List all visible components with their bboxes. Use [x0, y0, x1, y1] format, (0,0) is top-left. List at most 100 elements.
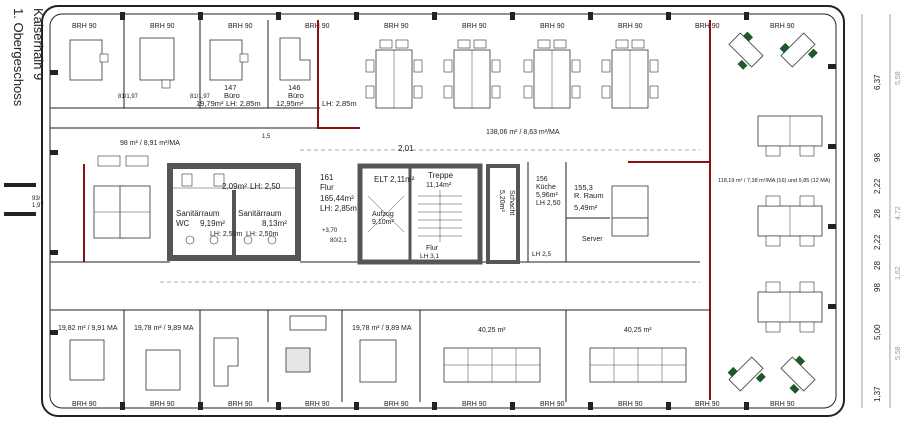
- green-desk: [727, 356, 766, 392]
- room-146-lh: LH: 2,85m: [322, 99, 357, 108]
- room-147-num: 147: [224, 83, 237, 92]
- brh-label: BRH 90: [384, 23, 409, 30]
- flur-num: 161: [320, 173, 334, 182]
- dim-4: 28: [873, 209, 882, 218]
- brh-label: BRH 90: [770, 23, 795, 30]
- brh-label: BRH 90: [150, 23, 175, 30]
- brh-label: BRH 90: [305, 401, 330, 408]
- dim-faint-3: 1,62: [895, 266, 902, 280]
- room-e-area: 40,25 m²: [624, 327, 652, 334]
- flur2-lh: LH 3,1: [420, 253, 440, 260]
- dim-faint-2: 4,72: [895, 206, 902, 220]
- treppe-name: Treppe: [428, 171, 454, 180]
- stair-lift-core: ELT 2,11m² Treppe 11,14m² Aufzug 9,10m² …: [357, 163, 483, 265]
- room-146-area: 12,95m²: [276, 99, 304, 108]
- code-201: 2,01: [398, 144, 414, 153]
- room-146-name: Büro: [288, 91, 304, 100]
- window-sill-label: 81/1,97: [190, 94, 211, 100]
- san1-name: Sanitärraum: [176, 209, 220, 218]
- server-label: Server: [582, 236, 603, 243]
- left-top-area: 98 m² / 8,91 m²/MA: [120, 140, 180, 147]
- room-147-area: 19,79m²: [196, 99, 224, 108]
- kueche-area: 5,96m²: [536, 192, 558, 199]
- flur-name: Flur: [320, 183, 334, 192]
- side-title: Kaiserhain 9 1. Obergeschoss: [4, 8, 46, 216]
- raum-name: R. Raum: [574, 191, 604, 200]
- brh-label: BRH 90: [72, 401, 97, 408]
- room-d-area: 40,25 m²: [478, 327, 506, 334]
- room-146-num: 146: [288, 83, 301, 92]
- raum-num: 155,3: [574, 183, 593, 192]
- san1-area: 9,19m²: [200, 219, 225, 228]
- window-sill-label: 81/1,97: [118, 94, 139, 100]
- dim-2: 98: [873, 153, 882, 162]
- left-open-office: 98 m² / 8,91 m²/MA 93/ 1,97 80/2,1 +3,70…: [32, 127, 347, 244]
- dim-faint-4: 5,58: [895, 346, 902, 360]
- dim-8: 5,00: [873, 324, 882, 340]
- flur-small-lh: LH: 2,50: [250, 182, 281, 191]
- red-partitions: [83, 20, 711, 400]
- elt-label: ELT 2,11m²: [374, 175, 415, 184]
- open-top-area: 138,06 m² / 8,63 m²/MA: [486, 129, 560, 136]
- top-left-offices: 147 Büro 19,79m² LH: 2,85m 146 Büro 12,9…: [50, 20, 357, 109]
- dim-1: 6,37: [873, 74, 882, 90]
- code-197: 1,97: [32, 203, 44, 209]
- green-desk: [728, 31, 764, 70]
- side-title-line1: Kaiserhain 9: [31, 8, 46, 80]
- room-b-area: 19,78 m² / 9,89 MA: [134, 325, 194, 332]
- left-entrance-bar: [4, 183, 36, 187]
- dim-5: 2,22: [873, 234, 882, 250]
- sanitary-core: 2,09m² LH: 2,50 Sanitärraum WC 9,19m² LH…: [167, 163, 301, 261]
- san1-lh: LH: 2,50m: [210, 231, 242, 238]
- schacht-name: Schacht: [508, 190, 515, 215]
- flur-area: 165,44m²: [320, 194, 354, 203]
- east-area: 118,19 m² / 7,38 m²/MA (16) und 9,85 (12…: [718, 178, 831, 184]
- outer-walls: [41, 5, 845, 417]
- brh-label: BRH 90: [695, 401, 720, 408]
- brh-label: BRH 90: [72, 23, 97, 30]
- kueche-name: Küche: [536, 184, 556, 191]
- dim-3: 2,22: [873, 178, 882, 194]
- raum-area: 5,49m²: [574, 203, 598, 212]
- left-entrance-bar-2: [4, 212, 36, 216]
- room-147-lh: LH: 2,85m: [226, 99, 261, 108]
- green-desk: [779, 32, 818, 68]
- schacht-area: 5,20m²: [498, 190, 505, 212]
- flur2-name: Flur: [426, 245, 439, 252]
- dim-faint-1: 5,58: [895, 71, 902, 85]
- flur-lh: LH: 2,85m: [320, 204, 357, 213]
- brh-label: BRH 90: [618, 401, 643, 408]
- brh-label: BRH 90: [618, 23, 643, 30]
- brh-label: BRH 90: [150, 401, 175, 408]
- san2-name: Sanitärraum: [238, 209, 282, 218]
- brh-label: BRH 90: [228, 23, 253, 30]
- room-c-area: 19,78 m² / 9,89 MA: [352, 325, 412, 332]
- code-80-21: 80/2,1: [330, 238, 347, 244]
- code-lh25: LH 2,5: [532, 251, 552, 258]
- dimension-column: 6,37 98 2,22 28 2,22 28 98 5,00 1,37 5,5…: [861, 14, 902, 408]
- dim-7: 98: [873, 283, 882, 292]
- dim-6: 28: [873, 261, 882, 270]
- top-open-office: 138,06 m² / 8,63 m²/MA: [365, 39, 659, 136]
- bottom-offices: 19,82 m² / 9,91 MA 19,78 m² / 9,89 MA 19…: [50, 309, 710, 402]
- code-93: 93/: [32, 196, 41, 202]
- brh-label: BRH 90: [384, 401, 409, 408]
- brh-label: BRH 90: [462, 401, 487, 408]
- side-title-line2: 1. Obergeschoss: [11, 8, 26, 107]
- brh-label: BRH 90: [228, 401, 253, 408]
- east-open-office: 118,19 m² / 7,38 m²/MA (16) und 9,85 (12…: [718, 31, 831, 394]
- aufzug-area: 9,10m²: [372, 219, 394, 226]
- code-15: 1,5: [262, 134, 271, 140]
- brh-label: BRH 90: [540, 23, 565, 30]
- room-147-name: Büro: [224, 91, 240, 100]
- room-a-area: 19,82 m² / 9,91 MA: [58, 325, 118, 332]
- treppe-area: 11,14m²: [426, 182, 452, 189]
- brh-label: BRH 90: [540, 401, 565, 408]
- window-pillars: [50, 12, 836, 410]
- brh-label: BRH 90: [695, 23, 720, 30]
- service-rooms: Schacht 5,20m² 156 Küche 5,96m² LH 2,50 …: [486, 162, 649, 264]
- san2-lh: LH: 2,50m: [246, 231, 278, 238]
- flur-small-area: 2,09m²: [222, 182, 247, 191]
- brh-label: BRH 90: [770, 401, 795, 408]
